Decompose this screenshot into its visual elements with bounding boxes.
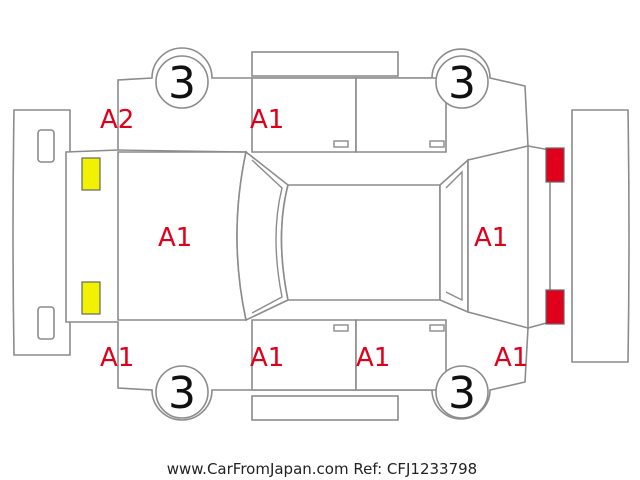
tag-front-left-fender: A2 (100, 105, 134, 135)
tag-front-bumper-right-corner: A1 (100, 343, 134, 373)
wheel-front-right: 3 (155, 365, 209, 419)
right-side-sill (251, 395, 399, 421)
wheel-front-right-rating: 3 (168, 368, 196, 419)
wheel-rear-right-rating: 3 (448, 368, 476, 419)
front-bumper (12, 109, 71, 356)
wheel-front-left-rating: 3 (168, 58, 196, 109)
right-doors (251, 319, 447, 391)
rear-bumper (571, 109, 630, 363)
tag-rear-right-door: A1 (356, 343, 390, 373)
tag-rear-right-fender: A1 (494, 343, 528, 373)
headlight-left (81, 157, 101, 191)
headlight-right (81, 281, 101, 315)
taillight-right (545, 289, 565, 325)
wheel-front-left: 3 (155, 55, 209, 109)
trunk-panel (467, 144, 529, 330)
wheel-rear-left-rating: 3 (448, 58, 476, 109)
taillight-left (545, 147, 565, 183)
wheel-rear-right: 3 (435, 365, 489, 419)
tag-front-right-door: A1 (250, 343, 284, 373)
left-doors (117, 77, 447, 153)
tag-hood: A1 (158, 223, 192, 253)
wheel-rear-left: 3 (435, 55, 489, 109)
reference-footer: www.CarFromJapan.com Ref: CFJ1233798 (167, 460, 477, 478)
tag-trunk: A1 (474, 223, 508, 253)
tag-front-left-door: A1 (250, 105, 284, 135)
left-side-sill (251, 51, 399, 77)
